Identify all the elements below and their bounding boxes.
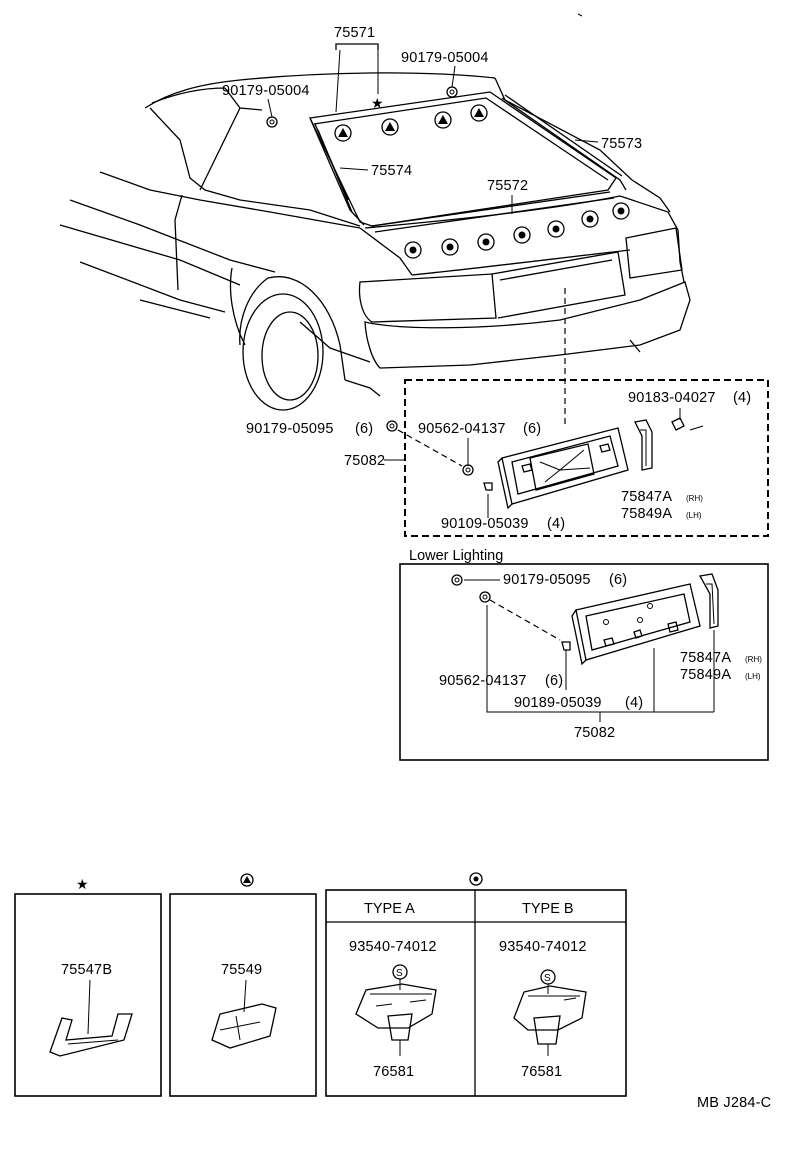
label-75849A-lower: 75849A <box>680 667 731 683</box>
label-90183-04027: 90183-04027 <box>628 390 716 406</box>
detail-box-dot <box>325 889 627 1097</box>
detail-box-triangle <box>169 893 317 1097</box>
svg-text:S: S <box>396 968 403 979</box>
label-90179-05004-left: 90179-05004 <box>222 83 310 99</box>
label-93540-74012-type-b: 93540-74012 <box>499 939 587 955</box>
label-75571: 75571 <box>334 25 375 41</box>
rear-window-moldings <box>309 91 627 233</box>
star-marker-icon: ★ <box>76 876 89 892</box>
lower-lighting-box <box>399 563 769 761</box>
leader-90179-05004-left <box>267 98 273 118</box>
dot-clip-icon <box>547 220 565 238</box>
dot-clip-markers <box>404 202 630 259</box>
label-75574: 75574 <box>371 163 412 179</box>
lower-lighting-heading: Lower Lighting <box>409 548 503 564</box>
label-75849A-upper: 75849A <box>621 506 672 522</box>
label-75547B: 75547B <box>61 962 112 978</box>
dot-clip-icon <box>404 241 422 259</box>
leader-90179-05004-right <box>451 65 456 88</box>
qty-90183-04027: (4) <box>733 390 751 406</box>
label-90562-04137-lower: 90562-04137 <box>439 673 527 689</box>
triangle-clip-icon <box>334 124 352 142</box>
triangle-marker-icon <box>240 873 254 887</box>
bracket-75571 <box>335 43 379 50</box>
qty-90562-04137-upper: (6) <box>523 421 541 437</box>
triangle-clip-markers <box>334 104 488 142</box>
molding-clip-75547B <box>49 1013 133 1057</box>
dot-clip-icon <box>441 238 459 256</box>
leader-75573 <box>574 139 599 143</box>
label-75847A-upper: 75847A <box>621 489 672 505</box>
label-75082-lower: 75082 <box>574 725 615 741</box>
triangle-clip-icon <box>381 118 399 136</box>
leader-bracket-lower <box>486 605 714 713</box>
screw-s-icon-type-b: S <box>540 969 556 985</box>
lh-lower: (LH) <box>745 672 761 681</box>
clip-76581-type-b <box>513 985 587 1045</box>
svg-text:S: S <box>544 973 551 984</box>
label-90179-05004-right: 90179-05004 <box>401 50 489 66</box>
qty-90109-05039: (4) <box>547 516 565 532</box>
license-plate-bracket-upper <box>497 427 629 510</box>
label-93540-74012-type-a: 93540-74012 <box>349 939 437 955</box>
label-90562-04137-upper: 90562-04137 <box>418 421 506 437</box>
label-75847A-lower: 75847A <box>680 650 731 666</box>
lamp-lens-lower <box>698 573 719 629</box>
upper-fasteners <box>386 417 704 491</box>
qty-90179-05095-lower: (6) <box>609 572 627 588</box>
car-body-illustration <box>59 72 691 411</box>
label-90109-05039: 90109-05039 <box>441 516 529 532</box>
type-b-header: TYPE B <box>522 901 574 917</box>
type-a-header: TYPE A <box>364 901 415 917</box>
lh-upper: (LH) <box>686 511 702 520</box>
dot-clip-icon <box>513 226 531 244</box>
license-plate-bracket-lower <box>571 583 701 666</box>
label-90189-05039: 90189-05039 <box>514 695 602 711</box>
label-75572: 75572 <box>487 178 528 194</box>
lamp-lens-upper <box>634 419 653 471</box>
label-75082-upper: 75082 <box>344 453 385 469</box>
rh-lower: (RH) <box>745 655 762 664</box>
dot-clip-icon <box>477 233 495 251</box>
label-90179-05095-lower: 90179-05095 <box>503 572 591 588</box>
label-76581-type-b: 76581 <box>521 1064 562 1080</box>
label-76581-type-a: 76581 <box>373 1064 414 1080</box>
detail-box-star <box>14 893 162 1097</box>
lower-fasteners <box>451 574 571 651</box>
dot-clip-icon <box>612 202 630 220</box>
triangle-clip-icon <box>434 111 452 129</box>
footer-diagram-code: MB J284-C <box>697 1095 771 1111</box>
qty-90562-04137-lower: (6) <box>545 673 563 689</box>
leader-75574 <box>339 167 369 171</box>
rh-upper: (RH) <box>686 494 703 503</box>
label-75573: 75573 <box>601 136 642 152</box>
label-75549: 75549 <box>221 962 262 978</box>
dot-clip-icon <box>581 210 599 228</box>
star-marker-icon: ★ <box>371 95 384 111</box>
qty-90189-05039: (4) <box>625 695 643 711</box>
clip-76581-type-a <box>355 983 437 1041</box>
leader-75571-left <box>335 49 341 113</box>
molding-clip-75549 <box>211 1003 277 1049</box>
license-plate-assembly-box <box>404 379 769 537</box>
label-90179-05095-upper: 90179-05095 <box>246 421 334 437</box>
triangle-clip-icon <box>470 104 488 122</box>
dot-marker-icon <box>469 872 483 886</box>
qty-90179-05095-upper: (6) <box>355 421 373 437</box>
screw-s-icon-type-a: S <box>392 964 408 980</box>
